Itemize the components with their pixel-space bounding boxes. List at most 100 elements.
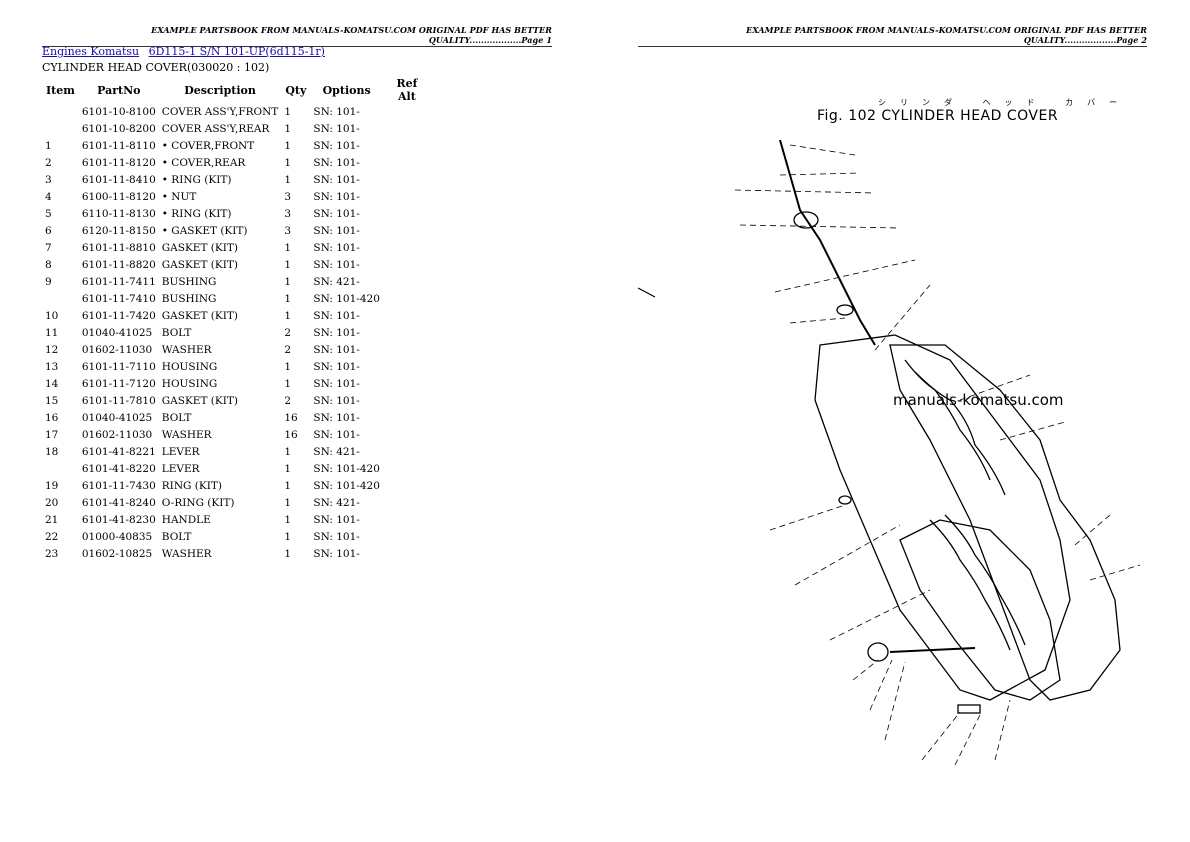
cell-item: 3 [45,173,52,186]
cell-item [42,460,79,477]
cell-qty: 1 [284,377,291,390]
cell-options: SN: 101- [313,428,360,441]
cell-item: 10 [45,309,59,322]
figure-title: Fig. 102 CYLINDER HEAD COVER [817,108,1059,124]
cell-options: SN: 101- [313,173,360,186]
cell-item: 2 [45,156,52,169]
cell-qty: 1 [284,309,291,322]
breadcrumb-link-engines[interactable]: Engines Komatsu [42,45,140,58]
cell-options: SN: 101- [313,139,360,152]
cell-ref-alt [383,188,431,205]
cell-item [42,103,79,120]
cell-ref-alt [383,137,431,154]
cell-partno: 6101-41-8220 [81,462,156,475]
cell-ref-alt [383,443,431,460]
cell-item: 12 [45,343,59,356]
cell-description: GASKET (KIT) [161,394,238,407]
cell-partno: 6101-11-8110 [81,139,156,152]
breadcrumb: Engines Komatsu 6D115-1 S/N 101-UP(6d115… [42,45,331,58]
bolt-part [957,704,981,714]
cell-description: • COVER,FRONT [161,139,255,152]
watermark: manuals-komatsu.com [893,391,1064,409]
cell-item: 4 [45,190,52,203]
cell-description: RING (KIT) [161,479,222,492]
cell-partno: 6101-10-8200 [81,122,156,135]
cell-partno: 6101-11-8810 [81,241,156,254]
cell-description: LEVER [161,462,200,475]
cell-options: SN: 421- [313,496,360,509]
cell-partno: 01000-40835 [81,530,153,543]
cell-options: SN: 421- [313,445,360,458]
cell-partno: 6101-11-7411 [81,275,156,288]
cell-ref-alt [383,545,431,562]
cell-description: O-RING (KIT) [161,496,235,509]
cell-description: HOUSING [161,377,218,390]
housing-part [793,211,819,229]
col-qty: Qty [285,83,307,97]
cell-ref-alt [383,290,431,307]
cell-ref-alt [383,273,431,290]
cell-partno: 6101-41-8221 [81,445,156,458]
cell-partno: 6101-11-7430 [81,479,156,492]
handle-knob [867,642,889,662]
breadcrumb-link-model[interactable]: 6D115-1 S/N 101-UP(6d115-1r) [148,45,325,58]
cell-description: GASKET (KIT) [161,241,238,254]
cell-ref-alt [383,460,431,477]
parts-table: Item PartNo Description Qty Options Ref … [42,77,431,562]
handle-bolt [889,647,976,653]
col-description: Description [184,83,256,97]
cell-ref-alt [383,103,431,120]
cell-options: SN: 101- [313,513,360,526]
o-ring-part [838,495,852,505]
cell-qty: 3 [284,224,291,237]
cell-partno: 6101-41-8240 [81,496,156,509]
cell-description: BUSHING [161,292,217,305]
cell-description: BUSHING [161,275,217,288]
cell-options: SN: 101- [313,241,360,254]
figure-japanese-title: シリンダ ヘッド カバー [878,98,1132,107]
cell-partno: 6101-11-7410 [81,292,156,305]
cell-item: 22 [45,530,59,543]
cell-item: 7 [45,241,52,254]
cell-item: 18 [45,445,59,458]
cell-options: SN: 101-420 [313,462,380,475]
cell-ref-alt [383,154,431,171]
cell-ref-alt [383,477,431,494]
cell-description: GASKET (KIT) [161,309,238,322]
col-partno: PartNo [97,83,141,97]
cell-qty: 1 [284,258,291,271]
cell-ref-alt [383,120,431,137]
cell-description: GASKET (KIT) [161,258,238,271]
cell-partno: 6101-11-7420 [81,309,156,322]
cell-options: SN: 101- [313,530,360,543]
table-row: 20 6101-41-8240 O-RING (KIT) 1 SN: 421- [42,494,431,511]
cell-partno: 6101-10-8100 [81,105,156,118]
cell-partno: 01040-41025 [81,411,153,424]
cell-description: • GASKET (KIT) [161,224,248,237]
cell-item: 8 [45,258,52,271]
cell-item: 11 [45,326,59,339]
page-header-2: EXAMPLE PARTSBOOK FROM MANUALS-KOMATSU.C… [638,25,1147,47]
cell-description: LEVER [161,445,200,458]
cell-qty: 2 [284,394,291,407]
cell-qty: 3 [284,207,291,220]
cell-partno: 6101-11-7120 [81,377,156,390]
cell-qty: 1 [284,496,291,509]
cell-description: BOLT [161,530,192,543]
cell-qty: 1 [284,479,291,492]
ring-part [836,304,854,316]
cell-qty: 1 [284,139,291,152]
cell-item: 20 [45,496,59,509]
cell-item [42,120,79,137]
cell-options: SN: 101- [313,105,360,118]
